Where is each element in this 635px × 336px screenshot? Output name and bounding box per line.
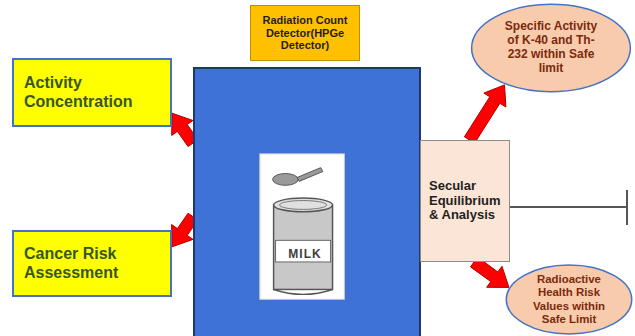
result-box: Activity Concentration bbox=[12, 58, 172, 127]
result-box: Cancer Risk Assessment bbox=[12, 230, 172, 297]
result-ellipse: Radioactive Health Risk Values within Sa… bbox=[505, 264, 633, 335]
node-label: Activity Concentration bbox=[24, 74, 160, 111]
milk-can-illustration bbox=[195, 69, 419, 336]
node-label: Radioactive Health Risk Values within Sa… bbox=[527, 273, 611, 325]
bracket-line bbox=[510, 206, 627, 208]
shielding-chamber: MILK bbox=[193, 67, 421, 336]
result-ellipse: Specific Activity of K-40 and Th-232 wit… bbox=[470, 3, 632, 93]
node-label: Secular Equilibrium & Analysis bbox=[429, 179, 501, 224]
text-area: Activity Concentration bbox=[14, 60, 170, 125]
node-label: Specific Activity of K-40 and Th-232 wit… bbox=[500, 20, 602, 75]
block-arrow bbox=[464, 85, 506, 143]
text-area: Radiation Count Detector(HPGe Detector) bbox=[251, 6, 359, 60]
node-label: Cancer Risk Assessment bbox=[24, 245, 160, 282]
node-label: Radiation Count Detector(HPGe Detector) bbox=[256, 14, 354, 52]
text-area: Specific Activity of K-40 and Th-232 wit… bbox=[470, 3, 632, 93]
analysis-box: Secular Equilibrium & Analysis bbox=[420, 140, 510, 262]
text-area: Cancer Risk Assessment bbox=[14, 232, 170, 295]
can-label: MILK bbox=[288, 247, 321, 261]
detector-box: Radiation Count Detector(HPGe Detector) bbox=[250, 5, 360, 61]
text-area: Radioactive Health Risk Values within Sa… bbox=[505, 264, 633, 335]
text-area: Secular Equilibrium & Analysis bbox=[421, 141, 509, 261]
bracket-bar bbox=[626, 190, 628, 225]
